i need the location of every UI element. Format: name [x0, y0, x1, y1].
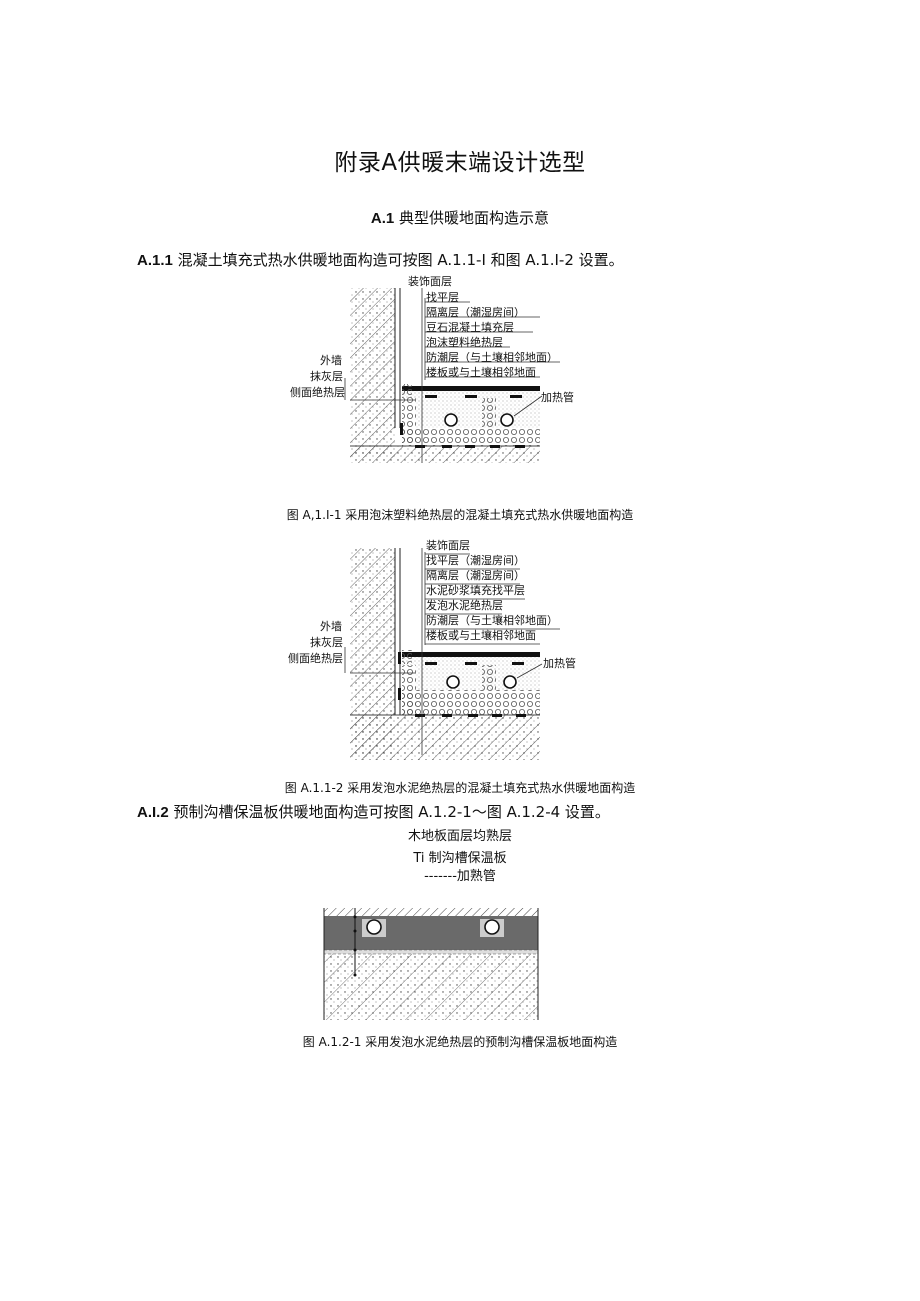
section-heading: A.1 典型供暖地面构造示意	[0, 207, 920, 228]
figure-2-layer-3: 水泥砂浆填充找平层	[426, 584, 525, 597]
figure-2-layer-1: 找平层（潮湿房间）	[426, 554, 525, 567]
figure-2-layer-5: 防潮层（与土壤相邻地面）	[426, 614, 558, 627]
paragraph-number: A.1.1	[137, 252, 173, 269]
figure-1-label-plaster: 抹灰层	[310, 370, 343, 383]
figure-2-label-side-insulation: 侧面绝热层	[288, 652, 343, 665]
paragraph-text: 混凝土填充式热水供暖地面构造可按图 A.1.1-I 和图 A.1.I-2 设置。	[177, 251, 624, 269]
figure-1-layer-0: 装饰面层	[408, 275, 452, 288]
figure-1-label-side-insulation: 侧面绝热层	[290, 386, 345, 399]
figure-1-label-wall: 外墙	[320, 354, 342, 367]
figure-3-label-1: Ti 制沟槽保温板	[413, 851, 507, 866]
figure-3-label-2: -------加熟管	[424, 869, 496, 884]
figure-2-label-wall: 外墙	[320, 620, 342, 633]
figure-2-layer-0: 装饰面层	[426, 539, 470, 552]
paragraph-a-1-1: A.1.1 混凝土填充式热水供暖地面构造可按图 A.1.1-I 和图 A.1.I…	[137, 249, 624, 270]
figure-3-caption: 图 A.1.2-1 采用发泡水泥绝热层的预制沟槽保温板地面构造	[302, 1035, 618, 1049]
figure-3-diagram	[322, 905, 540, 1020]
paragraph-text: 预制沟槽保温板供暖地面构造可按图 A.1.2-1～图 A.1.2-4 设置。	[173, 803, 610, 821]
figure-3-label-0: 木地板面层均熟层	[407, 829, 512, 844]
section-number: A.1	[370, 210, 395, 227]
figure-1-layer-6: 楼板或与土壤相邻地面	[426, 366, 536, 379]
section-text: 典型供暖地面构造示意	[399, 209, 550, 227]
figure-1-label-pipe: 加热管	[541, 391, 574, 404]
figure-1-layer-4: 泡沫塑料绝热层	[426, 336, 503, 349]
figure-1-diagram	[270, 268, 610, 463]
figure-2-caption: 图 A.1.1-2 采用发泡水泥绝热层的混凝土填充式热水供暖地面构造	[284, 781, 636, 795]
paragraph-number: A.I.2	[137, 804, 169, 821]
page-title: 附录A供暖末端设计选型	[334, 150, 586, 176]
figure-1-layer-2: 隔离层（潮湿房间）	[426, 306, 525, 319]
figure-2-diagram	[270, 540, 610, 760]
figure-2-layer-4: 发泡水泥绝热层	[426, 599, 503, 612]
figure-2-layer-6: 楼板或与土壤相邻地面	[426, 629, 536, 642]
figure-2-label-plaster: 抹灰层	[310, 636, 343, 649]
figure-1-layer-3: 豆石混凝土填充层	[426, 321, 514, 334]
figure-1-layer-5: 防潮层（与土壤相邻地面）	[426, 351, 558, 364]
figure-1-layer-1: 找平层	[426, 291, 459, 304]
paragraph-a-1-2: A.I.2 预制沟槽保温板供暖地面构造可按图 A.1.2-1～图 A.1.2-4…	[137, 801, 610, 822]
figure-2-label-pipe: 加热管	[543, 657, 576, 670]
figure-1-caption: 图 A,1.I-1 采用泡沫塑料绝热层的混凝土填充式热水供暖地面构造	[286, 508, 634, 522]
figure-2-layer-2: 隔离层（潮湿房间）	[426, 569, 525, 582]
